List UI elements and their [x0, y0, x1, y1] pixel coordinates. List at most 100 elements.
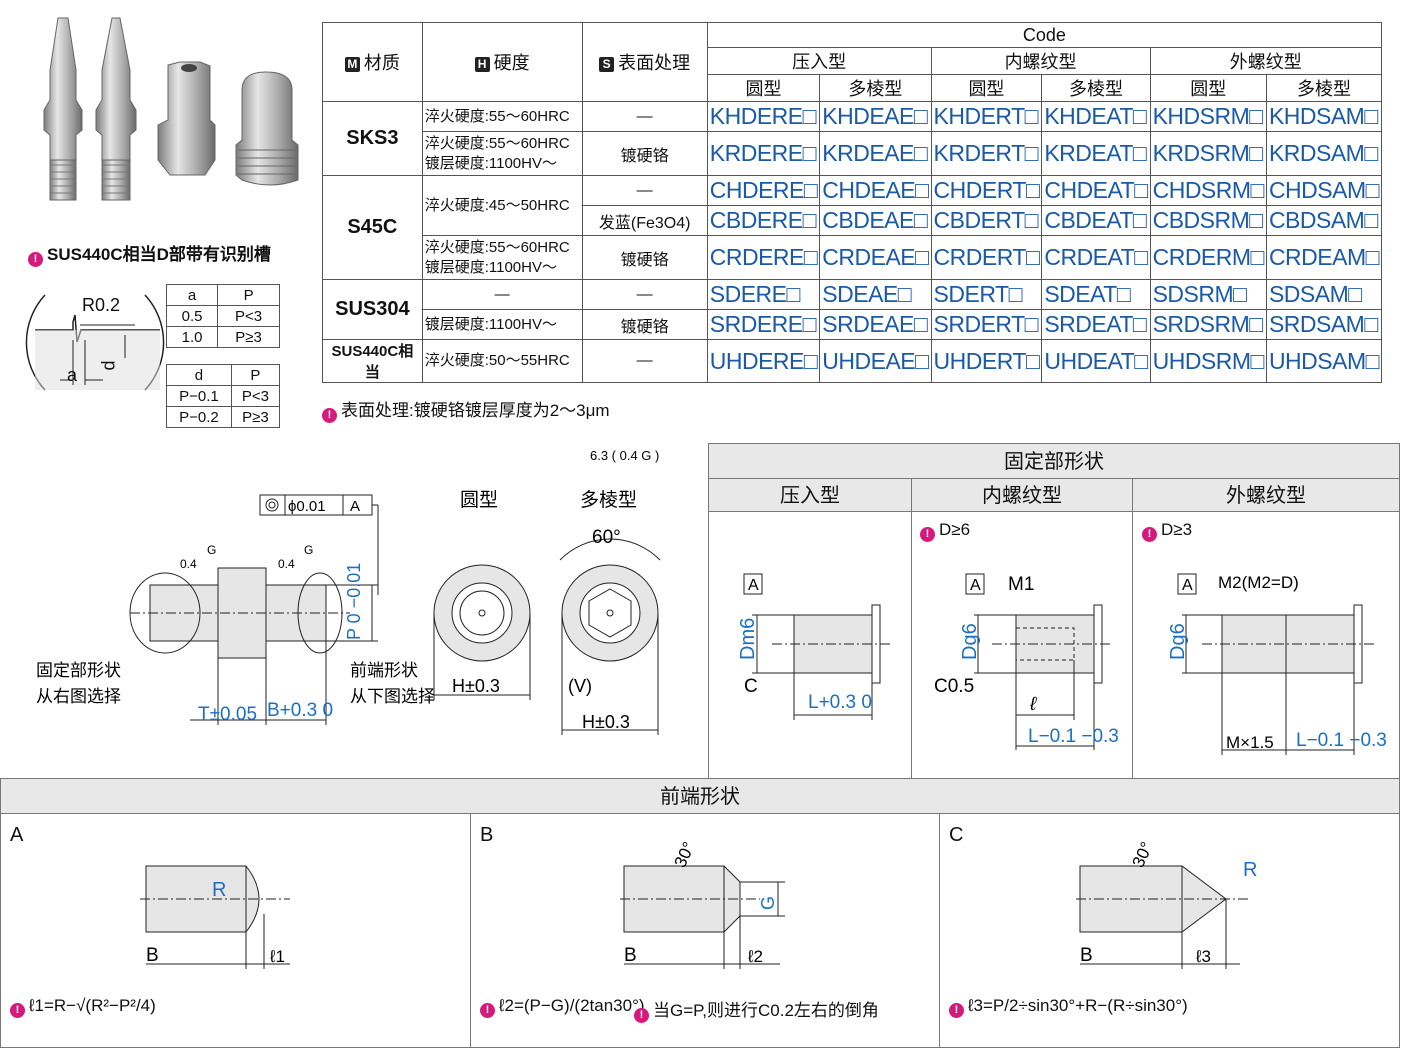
T-dimension: T±0.05 — [198, 704, 257, 725]
code-cell[interactable]: SDEAE□ — [819, 279, 932, 310]
code-cell[interactable]: SRDEAE□ — [819, 309, 932, 340]
code-cell[interactable]: SRDERE□ — [706, 309, 821, 340]
front-section-title: 前端形状 — [0, 778, 1400, 814]
surface-cell: — — [581, 339, 708, 383]
code-cell[interactable]: KRDEAE□ — [819, 131, 932, 176]
code-cell[interactable]: KRDERT□ — [930, 131, 1043, 176]
hardness-cell: — — [421, 279, 583, 310]
code-cell[interactable]: KHDEAT□ — [1041, 101, 1151, 132]
external-M2: M2(M2=D) — [1218, 573, 1299, 592]
divider — [911, 512, 912, 779]
code-cell[interactable]: KHDSAM□ — [1265, 101, 1383, 132]
code-cell[interactable]: CRDEAT□ — [1041, 235, 1151, 280]
code-cell[interactable]: CHDERE□ — [706, 175, 821, 206]
code-cell[interactable]: CRDEAE□ — [819, 235, 932, 280]
material-cell: S45C — [322, 175, 423, 280]
info-pin-icon: ! — [480, 1003, 495, 1018]
code-cell[interactable]: UHDERE□ — [706, 339, 821, 383]
surface-04-right: 0.4 — [278, 557, 295, 571]
code-cell[interactable]: UHDSRM□ — [1149, 339, 1267, 383]
code-cell[interactable]: CRDEAM□ — [1265, 235, 1383, 280]
round-label: 圆型 — [460, 489, 498, 511]
code-cell[interactable]: KRDEAT□ — [1041, 131, 1151, 176]
code-cell[interactable]: CHDERT□ — [930, 175, 1043, 206]
code-cell[interactable]: KHDERT□ — [930, 101, 1043, 132]
front-A-label: A — [10, 824, 24, 846]
info-pin-icon: ! — [28, 252, 43, 267]
internal-M1: M1 — [1008, 574, 1034, 595]
table-row: SUS304——SDERE□SDEAE□SDERT□SDEAT□SDSRM□SD… — [322, 279, 1383, 340]
table-header: a — [165, 284, 219, 306]
code-cell[interactable]: SRDEAT□ — [1041, 309, 1151, 340]
info-pin-icon: ! — [949, 1003, 964, 1018]
material-cell: SUS304 — [322, 279, 423, 340]
front-B-B: B — [624, 945, 637, 966]
code-cell[interactable]: CBDEAE□ — [819, 205, 932, 236]
code-cell[interactable]: CHDSRM□ — [1149, 175, 1267, 206]
surface-04-left: 0.4 — [180, 557, 197, 571]
code-cell[interactable]: SDSRM□ — [1149, 279, 1267, 310]
hardness-cell: 淬火硬度:55～60HRC 镀层硬度:1100HV～ — [421, 131, 583, 176]
code-cell[interactable]: SDSAM□ — [1265, 279, 1383, 310]
code-cell[interactable]: KRDSRM□ — [1149, 131, 1267, 176]
code-cell[interactable]: KRDSAM□ — [1265, 131, 1383, 176]
divider — [939, 814, 940, 1048]
sus440c-note: !SUS440C相当D部带有识别槽 — [28, 240, 271, 267]
code-cell[interactable]: CHDSAM□ — [1265, 175, 1383, 206]
header-code: Code — [706, 22, 1383, 48]
formula-B: !ℓ2=(P−G)/(2tan30°) — [480, 996, 645, 1018]
code-cell[interactable]: CHDEAE□ — [819, 175, 932, 206]
formula-A: !ℓ1=R−√(R²−P²/4) — [10, 996, 156, 1018]
table-row: 发蓝(Fe3O4)CBDERE□CBDEAE□CBDERT□CBDEAT□CBD… — [323, 205, 1383, 236]
code-cell[interactable]: KRDERE□ — [706, 131, 821, 176]
code-cell[interactable]: CBDSRM□ — [1149, 205, 1267, 236]
poly-label: 多棱型 — [580, 489, 637, 511]
code-cell[interactable]: SRDSAM□ — [1265, 309, 1383, 340]
external-MX15: M×1.5 — [1226, 733, 1274, 752]
code-cell[interactable]: CBDERT□ — [930, 205, 1043, 236]
code-cell[interactable]: CRDERE□ — [706, 235, 821, 280]
B-dimension: B+0.3 0 — [267, 700, 333, 721]
code-cell[interactable]: CBDEAT□ — [1041, 205, 1151, 236]
code-cell[interactable]: CBDERE□ — [706, 205, 821, 236]
code-cell[interactable]: KHDSRM□ — [1149, 101, 1267, 132]
code-cell[interactable]: SRDERT□ — [930, 309, 1043, 340]
svg-text:A: A — [748, 577, 759, 594]
front-A-R: R — [212, 879, 226, 901]
fixed-label-1: 固定部形状 — [36, 661, 121, 680]
fixed-col-internal: 内螺纹型 — [911, 478, 1133, 512]
pin-photo-3 — [157, 61, 216, 176]
code-cell[interactable]: UHDEAT□ — [1041, 339, 1151, 383]
internal-note: !D≥6 — [920, 520, 970, 542]
code-cell[interactable]: KHDEAE□ — [819, 101, 932, 132]
table-cell: P<3 — [217, 305, 280, 327]
code-cell[interactable]: KHDERE□ — [706, 101, 821, 132]
code-cell[interactable]: CRDERM□ — [1149, 235, 1267, 280]
code-cell[interactable]: SDEAT□ — [1041, 279, 1151, 310]
concentricity-value: ϕ0.01 — [288, 498, 326, 515]
code-cell[interactable]: CRDERT□ — [930, 235, 1043, 280]
code-cell[interactable]: SRDSRM□ — [1149, 309, 1267, 340]
header-poly: 多棱型 — [1041, 74, 1151, 102]
code-cell[interactable]: SDERT□ — [930, 279, 1043, 310]
surface-cell: 发蓝(Fe3O4) — [581, 205, 708, 236]
front-label-2: 从下图选择 — [350, 687, 435, 706]
divider — [470, 814, 471, 1048]
code-cell[interactable]: UHDSAM□ — [1265, 339, 1383, 383]
fixed-col-press: 压入型 — [708, 478, 912, 512]
code-cell[interactable]: CHDEAT□ — [1041, 175, 1151, 206]
code-cell[interactable]: UHDEAE□ — [819, 339, 932, 383]
hardness-cell: 镀层硬度:1100HV～ — [421, 309, 583, 340]
groove-a-label: a — [67, 365, 78, 385]
code-cell[interactable]: UHDERT□ — [930, 339, 1043, 383]
table-cell: P−0.1 — [166, 385, 232, 407]
code-cell[interactable]: CBDSAM□ — [1265, 205, 1383, 236]
code-cell[interactable]: SDERE□ — [706, 279, 821, 310]
table-header: P — [217, 284, 280, 306]
material-cell: SKS3 — [322, 101, 423, 176]
